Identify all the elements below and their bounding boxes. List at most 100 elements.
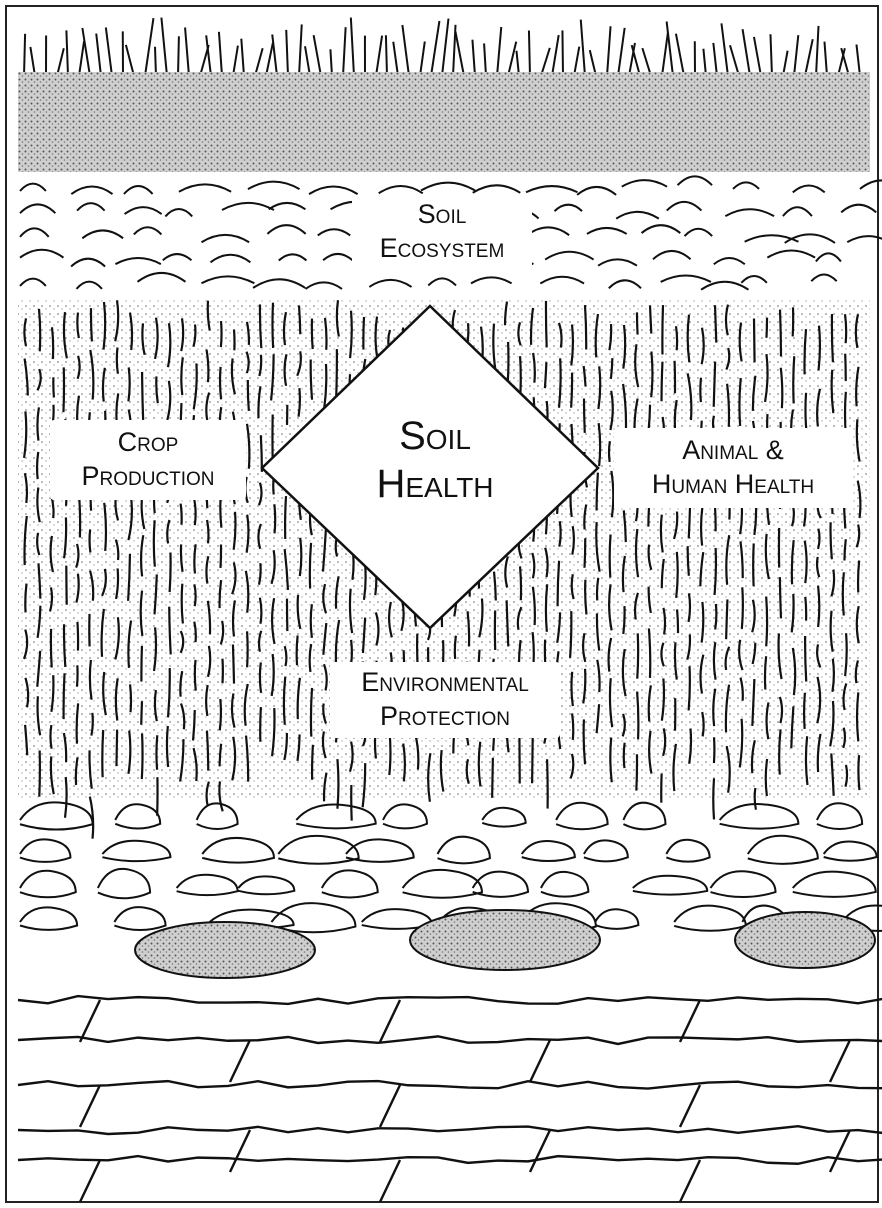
- soil-health-line2: Health: [345, 460, 525, 508]
- subsoil-rock: [278, 836, 358, 864]
- bedrock-layer: [18, 996, 882, 1202]
- soil-crumb: [138, 273, 186, 282]
- grass-blade: [376, 36, 382, 76]
- grass-blade: [386, 35, 387, 76]
- grass-blade: [402, 25, 409, 76]
- grass-blade: [79, 41, 84, 76]
- grass-blade: [431, 21, 439, 76]
- subsoil-rock-layer: [20, 802, 882, 978]
- soil-crumb: [545, 252, 593, 260]
- bedrock-joint: [230, 1040, 250, 1082]
- bedrock-seam: [18, 1036, 882, 1044]
- soil-crumb: [124, 186, 153, 194]
- grass-blade: [314, 35, 321, 76]
- grass-blade: [299, 24, 302, 76]
- grass-blade: [272, 35, 277, 76]
- soil-crumb: [77, 203, 105, 210]
- grass-blade: [66, 30, 68, 76]
- soil-crumb: [222, 203, 274, 210]
- subsoil-rock: [748, 836, 818, 864]
- grass-blade: [57, 48, 64, 76]
- grass-blade: [730, 45, 739, 76]
- soil-crumb: [428, 278, 456, 285]
- subsoil-rock: [20, 802, 93, 829]
- soil-crumb: [741, 276, 767, 283]
- soil-crumb: [701, 282, 748, 290]
- subsoil-rock: [197, 803, 238, 829]
- soil-ecosystem-line2: Ecosystem: [356, 232, 528, 266]
- soil-crumb: [785, 234, 835, 243]
- bedrock-seam: [18, 1126, 882, 1134]
- soil-crumb: [134, 227, 162, 234]
- soil-crumb: [421, 183, 475, 191]
- bedrock-joint: [80, 1160, 100, 1202]
- bedrock-seam: [18, 996, 882, 1004]
- grass-blade: [632, 45, 640, 76]
- environmental-protection-label: Environmental Protection: [330, 662, 560, 738]
- grass-blade: [161, 18, 167, 76]
- subsoil-rock: [720, 804, 799, 829]
- soil-crumb: [811, 275, 836, 282]
- grass-blade: [126, 45, 134, 76]
- soil-crumb: [71, 186, 112, 194]
- grass-blade: [255, 48, 263, 76]
- grass-blade: [96, 34, 101, 76]
- soil-crumb: [248, 182, 300, 189]
- soil-crumb: [527, 227, 569, 235]
- bedrock-joint: [830, 1040, 850, 1082]
- soil-crumb: [685, 229, 713, 236]
- grass-blade: [330, 49, 332, 76]
- grass-blade: [754, 37, 761, 76]
- grass-blade: [442, 19, 448, 76]
- soil-crumb: [678, 176, 712, 185]
- grass-blade: [743, 29, 750, 76]
- grass-blade: [856, 44, 860, 76]
- bedrock-seam: [18, 1081, 882, 1089]
- grass-blade: [607, 26, 611, 76]
- subsoil-rock: [541, 872, 588, 897]
- grass-blade: [508, 42, 516, 76]
- bedrock-joint: [830, 1130, 850, 1172]
- subsoil-rock: [202, 838, 274, 863]
- soil-crumb: [733, 182, 759, 189]
- subsoil-rock: [817, 803, 862, 829]
- subsoil-rock: [793, 872, 876, 897]
- subsoil-rock: [98, 869, 150, 898]
- subsoil-rock: [438, 837, 490, 864]
- soil-crumb: [609, 280, 641, 288]
- soil-crumb: [20, 279, 46, 286]
- rock-boulder: [735, 912, 875, 968]
- rock-boulder: [135, 922, 315, 978]
- subsoil-rock: [20, 907, 77, 930]
- grass-blade: [472, 40, 475, 76]
- subsoil-rock: [666, 840, 709, 862]
- soil-crumb: [71, 259, 105, 267]
- grass-blade: [618, 28, 625, 76]
- soil-crumb: [369, 280, 411, 287]
- grass-blade: [574, 47, 579, 76]
- soil-crumb: [587, 228, 627, 234]
- subsoil-rock: [711, 871, 776, 897]
- grass-blade: [713, 43, 717, 76]
- soil-crumb: [473, 185, 521, 193]
- bedrock-joint: [530, 1130, 550, 1172]
- bedrock-joint: [80, 1000, 100, 1042]
- soil-crumb: [598, 259, 637, 265]
- grass-blade: [266, 43, 273, 76]
- subsoil-rock: [20, 839, 70, 862]
- grass-blade: [286, 30, 288, 76]
- grass-blade: [562, 30, 563, 76]
- soil-health-center-label: Soil Health: [345, 412, 525, 508]
- grass-blade: [805, 39, 813, 76]
- soil-crumb: [267, 225, 305, 234]
- grass-blade: [824, 42, 827, 76]
- soil-crumb: [165, 209, 192, 216]
- soil-crumb: [622, 180, 667, 187]
- soil-crumb: [554, 205, 582, 211]
- grass-blade: [703, 49, 706, 76]
- soil-crumb: [279, 254, 307, 260]
- subsoil-rock: [623, 803, 665, 830]
- grass-blade: [82, 28, 90, 76]
- subsoil-rock: [296, 805, 375, 829]
- subsoil-rock: [824, 841, 877, 860]
